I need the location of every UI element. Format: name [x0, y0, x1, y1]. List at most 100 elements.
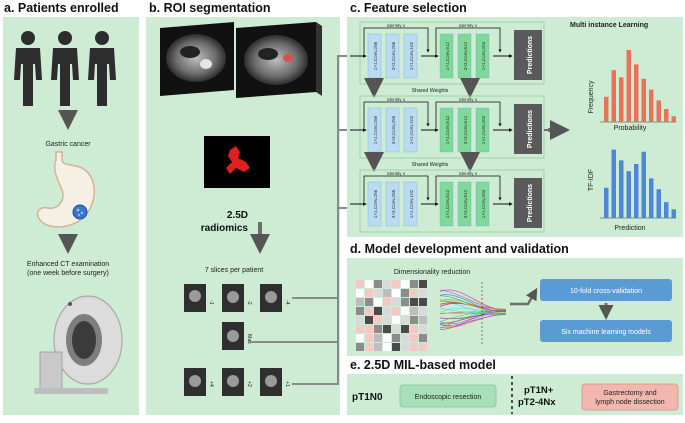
panel-a-title: a. Patients enrolled: [4, 1, 119, 15]
conv-layer: [475, 181, 490, 227]
pt2-4nx-label: pT2-4Nx: [518, 397, 556, 408]
matrix-cell: [365, 298, 373, 306]
ml-models-label: Six machine learning models: [561, 329, 651, 336]
stomach-icon: [36, 151, 95, 228]
predictions-box: [514, 104, 542, 154]
histogram-bar: [619, 160, 624, 218]
conv-layer-label: 1×1,Conv,512: [445, 189, 450, 218]
matrix-cell: [419, 280, 427, 288]
matrix-cell: [392, 289, 400, 297]
mil-title: Multi instance Learning: [570, 22, 648, 29]
panel-d: d. Model development and validation Dime…: [347, 242, 683, 356]
matrix-cell: [410, 325, 418, 333]
lasso-line: [439, 289, 507, 311]
probability-axis-label: Probability: [614, 125, 647, 132]
lasso-line: [439, 307, 507, 314]
histogram-bar: [649, 89, 654, 122]
conv-layer: [385, 33, 400, 79]
panel-d-title: d. Model development and validation: [350, 242, 569, 256]
matrix-cell: [383, 307, 391, 315]
matrix-cell: [410, 280, 418, 288]
matrix-cell: [419, 334, 427, 342]
conv-layer: [403, 181, 418, 227]
identity-label: Identity x: [459, 171, 478, 176]
matrix-cell: [383, 343, 391, 351]
matrix-cell: [383, 280, 391, 288]
lasso-line: [439, 294, 507, 314]
matrix-cell: [392, 325, 400, 333]
histogram-bar: [641, 78, 646, 122]
histogram-frequency: [604, 50, 676, 122]
matrix-cell: [401, 325, 409, 333]
cv-box: [540, 279, 672, 301]
matrix-cell: [383, 289, 391, 297]
identity-label: Identity x: [387, 171, 406, 176]
identity-arc: [435, 27, 502, 54]
matrix-cell: [356, 289, 364, 297]
panel-c: c. Feature selection Identity x Identity …: [347, 1, 683, 237]
matrix-cell: [410, 343, 418, 351]
matrix-cell: [374, 289, 382, 297]
matrix-cell: [392, 298, 400, 306]
conv-layer: [475, 107, 490, 153]
matrix-cell: [392, 316, 400, 324]
conv-layer-label: 3×3,Conv,512: [463, 189, 468, 218]
lasso-path-lines: [439, 282, 507, 344]
panel-e-title: e. 2.5D MIL-based model: [350, 358, 496, 372]
radiomics-label-line2: radiomics: [201, 223, 249, 234]
cv-label: 10-fold cross-validation: [570, 288, 642, 295]
slice-thumbnails: [184, 284, 282, 396]
row-frame: [359, 95, 545, 159]
endoscopic-label: Endoscopic resection: [415, 394, 482, 401]
matrix-cell: [419, 325, 427, 333]
matrix-cell: [392, 307, 400, 315]
matrix-cell: [410, 316, 418, 324]
shared-weights-label: Shared Weights: [412, 88, 449, 94]
panel-c-title: c. Feature selection: [350, 1, 467, 15]
histogram-bar: [611, 149, 616, 218]
conv-layer-label: 1×1,Conv,204: [481, 189, 486, 218]
gastrectomy-label-line1: Gastrectomy and: [603, 390, 656, 397]
gastrectomy-label-line2: lymph node dissection: [595, 399, 664, 406]
matrix-cell: [401, 334, 409, 342]
histogram-bar: [634, 64, 639, 122]
matrix-cell: [356, 298, 364, 306]
matrix-cell: [383, 334, 391, 342]
feature-network-rows: Identity x Identity x 1×1,Conv,256 3×3,Conv…: [350, 21, 548, 233]
matrix-cell: [383, 316, 391, 324]
identity-label: Identity x: [459, 97, 478, 102]
identity-arc: [435, 101, 502, 128]
identity-arc: [363, 175, 430, 202]
matrix-cell: [410, 298, 418, 306]
matrix-cell: [365, 343, 373, 351]
matrix-cell: [419, 289, 427, 297]
slice-label: +4: [208, 381, 214, 387]
identity-label: Identity x: [387, 97, 406, 102]
lasso-line: [439, 310, 507, 322]
slices-caption: 7 slices per patient: [205, 267, 263, 274]
slice-label: +2: [246, 381, 252, 387]
predictions-box: [514, 178, 542, 228]
matrix-cell: [365, 325, 373, 333]
conv-layer-label: 1×1,Conv,102: [409, 41, 414, 70]
conv-layer-label: 1×1,Conv,256: [373, 41, 378, 70]
matrix-cell: [365, 334, 373, 342]
conv-layer-label: 3×3,Conv,256: [391, 115, 396, 144]
matrix-cell: [419, 316, 427, 324]
histogram-bar: [671, 209, 676, 218]
ct-examination-label: Enhanced CT examination: [27, 261, 109, 268]
matrix-cell: [374, 280, 382, 288]
panel-b-title: b. ROI segmentation: [149, 1, 271, 15]
lasso-line: [439, 300, 507, 314]
histogram-bar: [656, 189, 661, 218]
slice-label: -2: [246, 300, 252, 305]
matrix-cell: [410, 334, 418, 342]
matrix-cell: [401, 307, 409, 315]
conv-layer-label: 1×1,Conv,256: [373, 189, 378, 218]
matrix-cell: [401, 280, 409, 288]
lasso-line: [439, 310, 507, 329]
conv-layer-label: 1×1,Conv,512: [445, 115, 450, 144]
conv-layer-label: 1×1,Conv,102: [409, 189, 414, 218]
predictions-label: Predictions: [527, 184, 534, 222]
